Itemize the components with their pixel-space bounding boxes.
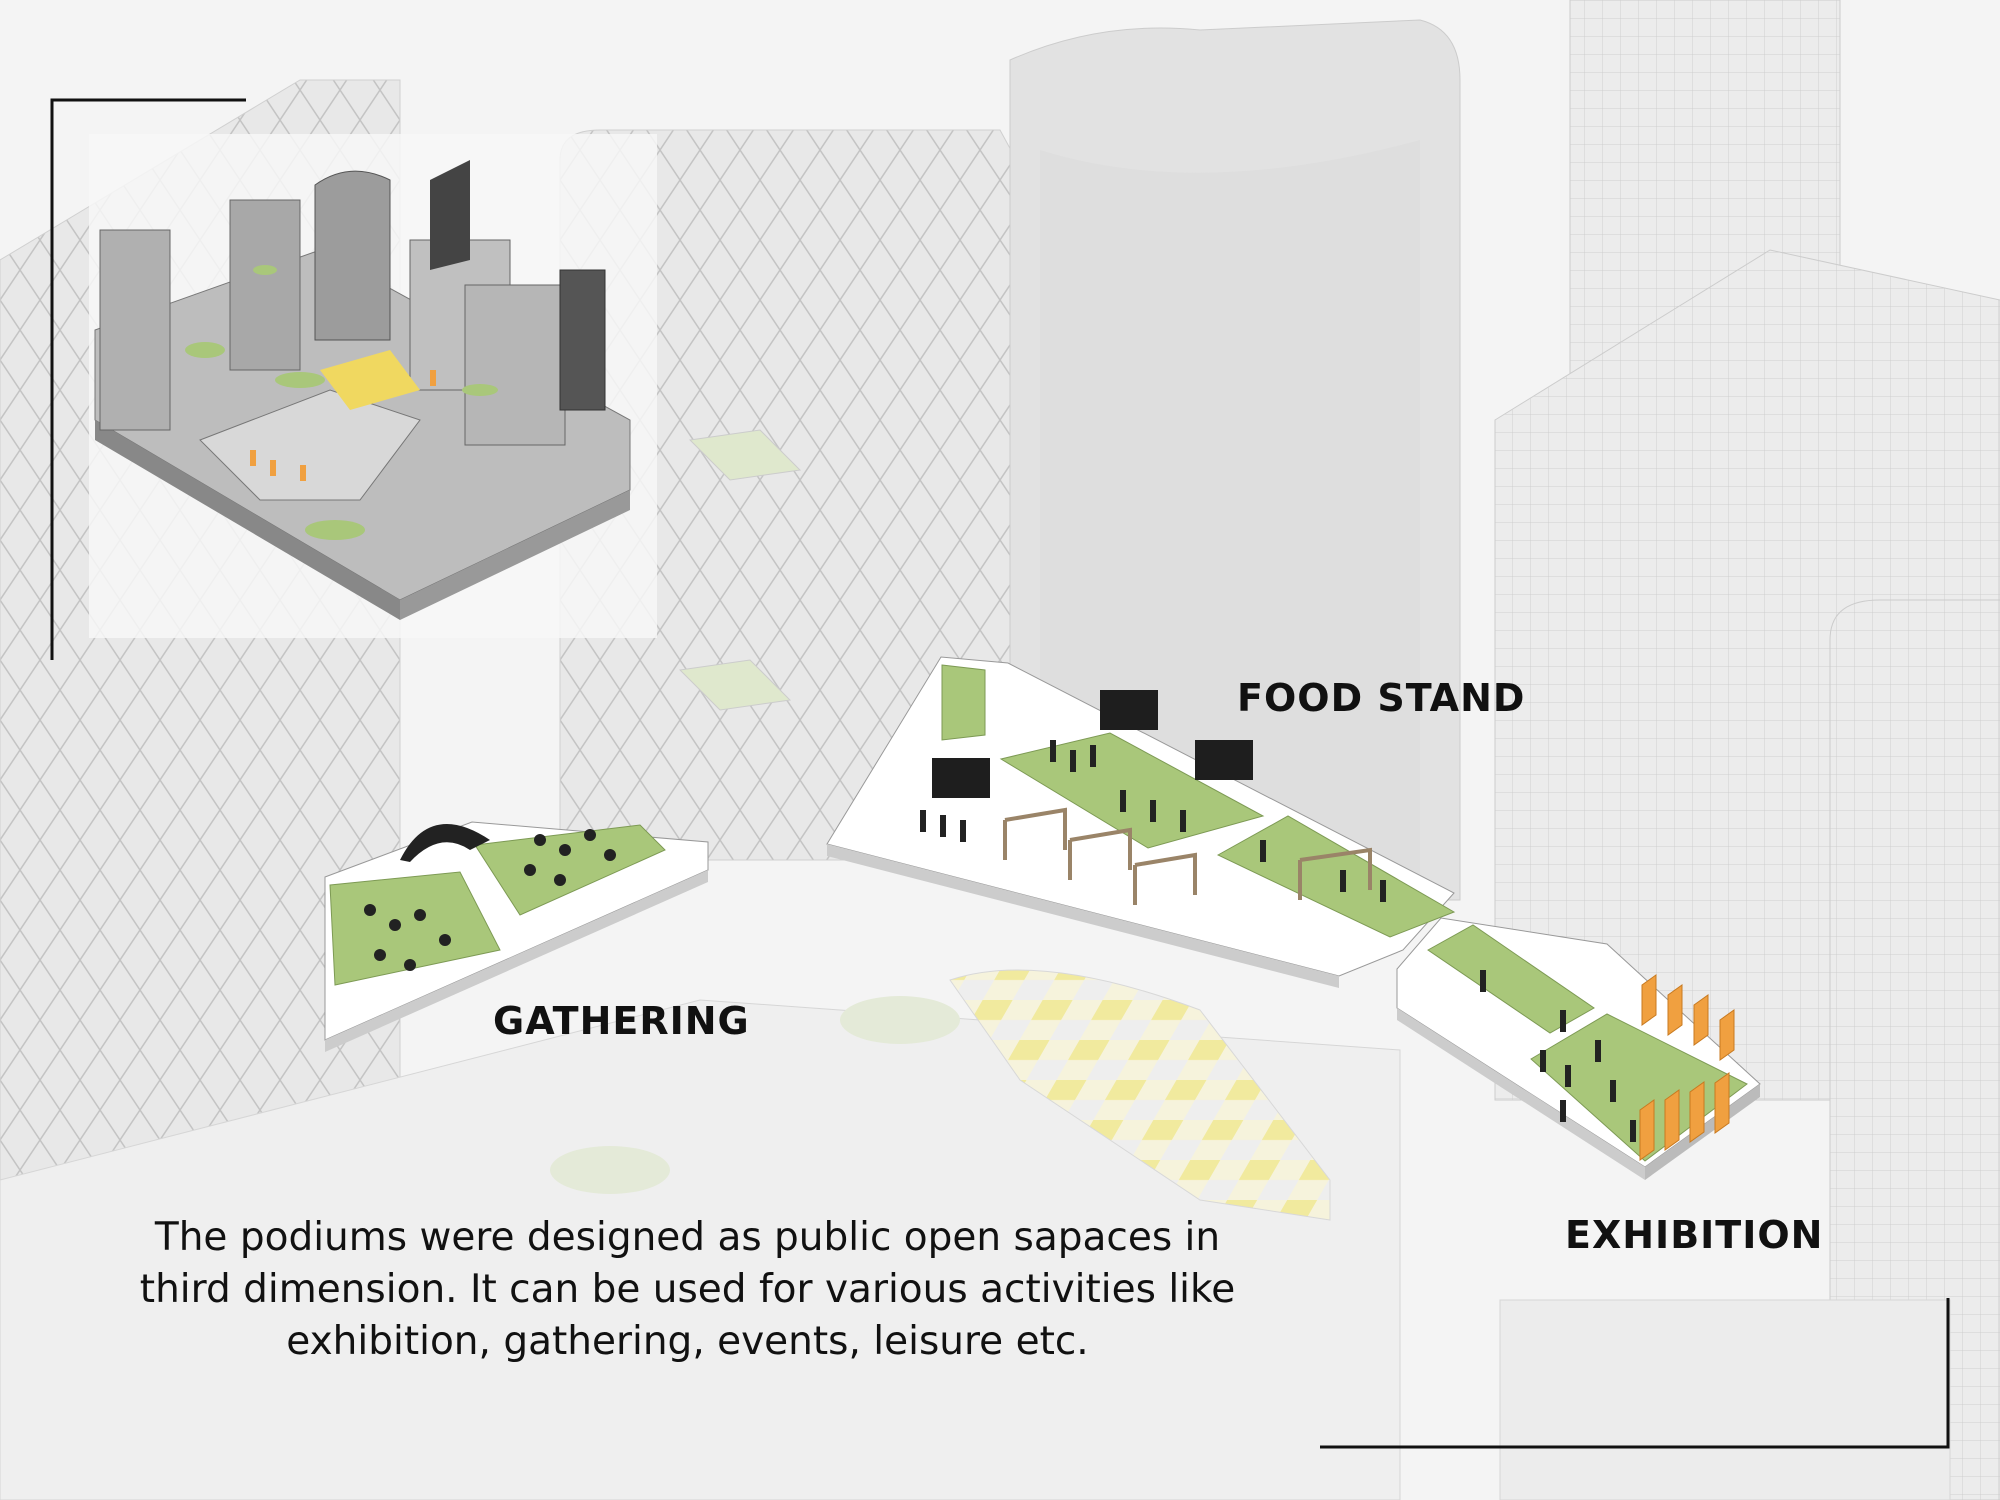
description-line: third dimension. It can be used for vari… [139,1267,1236,1312]
description-text: The podiums were designed as public open… [90,1212,1285,1368]
description-line: exhibition, gathering, events, leisure e… [286,1319,1089,1364]
bottom-right-bracket [1320,1298,1950,1449]
seated-people [364,829,616,971]
exhibition-panels [1639,974,1735,1161]
gathering-podium [324,821,709,1052]
food-stand-podium [826,656,1456,988]
inset-overview-model [89,134,657,638]
standing-people [920,740,1386,902]
top-left-bracket [50,98,246,660]
label-food-stand: FOOD STAND [1237,676,1526,720]
label-exhibition: EXHIBITION [1565,1213,1824,1257]
pergola-icons [1003,807,1372,905]
food-stall-icons [932,690,1253,798]
exhibition-podium [1396,917,1761,1180]
visitors [1480,970,1636,1142]
description-line: The podiums were designed as public open… [154,1215,1221,1260]
tent-icon [400,824,490,862]
label-gathering: GATHERING [493,999,750,1043]
corner-brackets [50,98,1950,1449]
